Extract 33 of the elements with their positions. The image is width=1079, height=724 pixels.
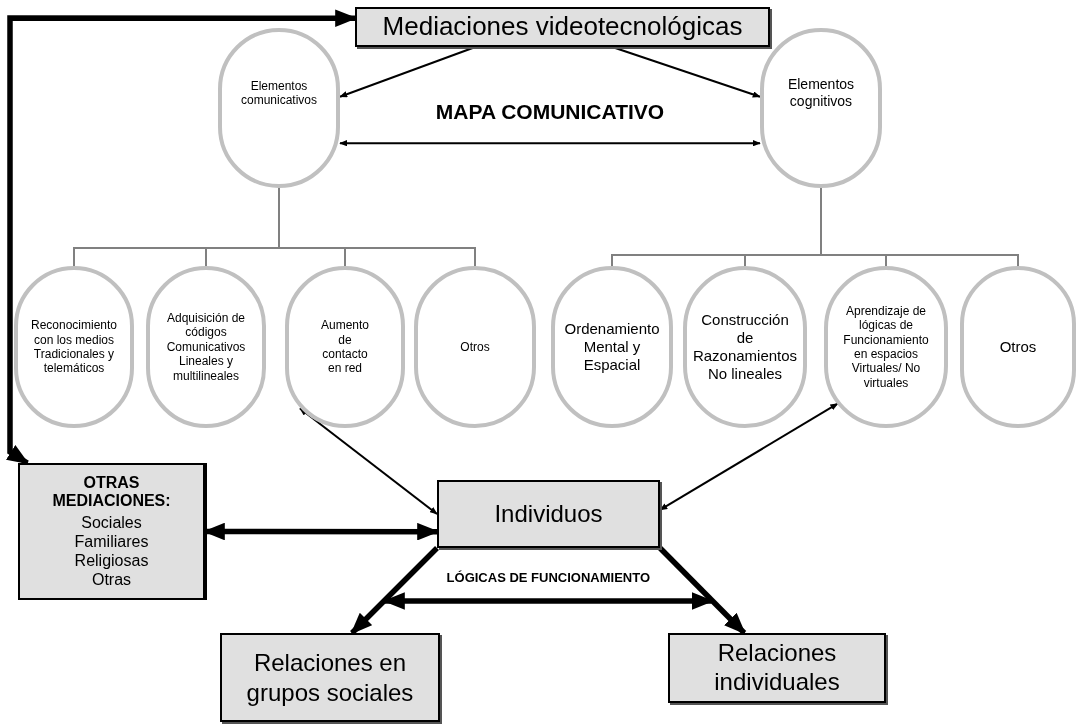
arrow	[659, 402, 839, 511]
box-heading: OTRAS MEDIACIONES:	[51, 473, 172, 511]
node-label: Otras	[91, 570, 132, 590]
node-label: Aprendizaje de lógicas de Funcionamiento en espacios Virtuales/ No virtuales	[842, 303, 930, 391]
connector-line	[820, 187, 1019, 267]
node-label: Adquisición de códigos Comunicativos Lineales y multilineales	[165, 311, 247, 383]
process-box	[437, 480, 660, 548]
arrow	[299, 407, 438, 515]
arrow	[658, 546, 747, 635]
node-label: Elementos comunicativos	[240, 78, 318, 108]
node-label: Ordenamiento Mental y Espacial	[564, 320, 660, 374]
arrow	[339, 140, 761, 147]
arrow	[382, 592, 714, 610]
connector-line	[278, 187, 476, 267]
node-label: Reconocimiento con los medios Tradicionales y telemáticos	[29, 318, 118, 376]
node-label: Construcción de Razonamientos No lineales	[692, 311, 798, 383]
node-label: Religiosas	[74, 550, 149, 571]
node-label: Familiares	[74, 531, 149, 551]
node-label: Relaciones en grupos sociales	[245, 647, 415, 708]
process-box	[355, 7, 770, 47]
node-label: Otros	[999, 338, 1037, 356]
process-box	[668, 633, 886, 703]
node-label: Relaciones individuales	[713, 639, 841, 697]
process-box	[220, 633, 440, 722]
node-label: Individuos	[494, 499, 603, 529]
node-label: Otros	[460, 339, 490, 355]
node-label: Mediaciones videotecnológicas	[382, 11, 743, 43]
node-label: Aumento de contacto en red	[321, 318, 369, 376]
node-label: Sociales	[81, 512, 142, 532]
process-box	[18, 463, 205, 600]
arrow	[350, 546, 439, 635]
rounded-node	[683, 266, 807, 428]
node-label: Elementos cognitivos	[786, 76, 856, 110]
